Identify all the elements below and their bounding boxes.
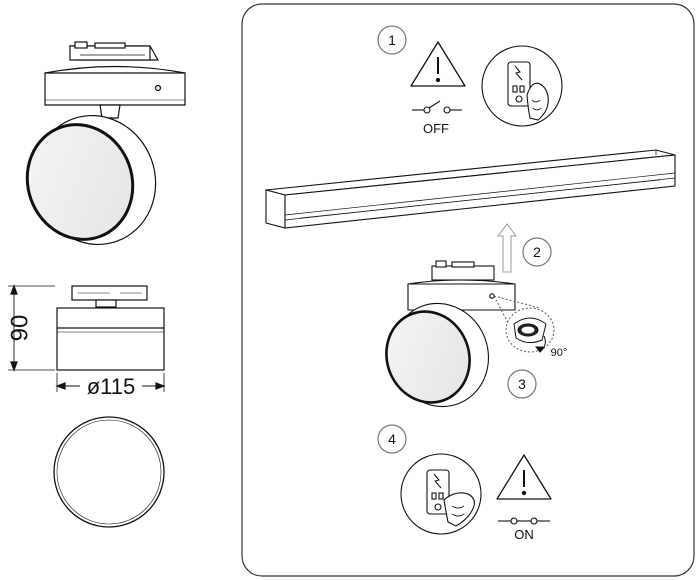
- warning-triangle-icon: [496, 454, 552, 500]
- step-2: 2: [385, 223, 552, 408]
- step-number-badge: [377, 424, 407, 454]
- track-rail-icon: [265, 149, 676, 229]
- height-dimension-label: 90: [7, 315, 34, 342]
- step-3: 90° 3: [493, 295, 568, 399]
- step-number: 4: [388, 431, 396, 447]
- switch-off-icon: [412, 100, 462, 114]
- product-front-view: [53, 416, 165, 528]
- step-number: 1: [388, 32, 396, 48]
- step-1: 1 OFF: [377, 25, 563, 136]
- step-number-badge: [522, 237, 552, 267]
- spotlight-fixture: [385, 260, 516, 408]
- rotation-angle-label: 90°: [551, 347, 568, 359]
- step-number-badge: [507, 369, 537, 399]
- step-number-badge: [377, 25, 407, 55]
- rotation-detail-icon: [493, 295, 555, 353]
- step-number: 2: [533, 244, 541, 260]
- instruction-panel: [241, 3, 695, 577]
- diameter-dimension-label: ø115: [87, 374, 136, 399]
- product-side-view: [8, 284, 166, 392]
- step-number: 3: [518, 376, 526, 392]
- on-label: ON: [514, 527, 534, 542]
- arrow-up-icon: [497, 223, 517, 273]
- switch-on-icon: [498, 517, 550, 525]
- hand-switch-on-icon: [400, 453, 482, 535]
- product-perspective-view: [25, 41, 186, 246]
- step-4: 4 ON: [377, 424, 552, 542]
- warning-triangle-icon: [410, 41, 466, 87]
- hand-switch-off-icon: [481, 45, 563, 127]
- off-label: OFF: [423, 121, 449, 136]
